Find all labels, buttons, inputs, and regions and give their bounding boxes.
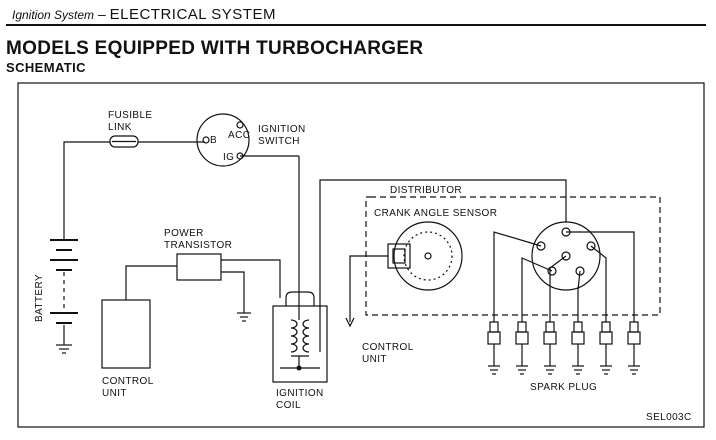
transistor-ground <box>221 271 251 322</box>
system-name: Ignition System <box>12 8 95 22</box>
fusible-link-label-1: FUSIBLE <box>108 110 152 121</box>
diagram-frame <box>17 82 705 428</box>
crank-angle-sensor <box>387 221 463 291</box>
crank-angle-sensor-label: CRANK ANGLE SENSOR <box>374 208 497 219</box>
terminal-b-label: B <box>210 135 217 146</box>
battery-wire <box>63 141 205 240</box>
sensor-to-control-unit-wire <box>349 255 388 322</box>
page-subtitle: SCHEMATIC <box>6 60 86 75</box>
ignition-switch-label-2: SWITCH <box>258 136 300 147</box>
page-header: Ignition System – ELECTRICAL SYSTEM <box>6 2 706 26</box>
spark-plug <box>627 321 641 375</box>
terminal-acc-label: ACC <box>228 130 250 141</box>
spark-plugs <box>487 321 641 375</box>
spark-plug <box>599 321 613 375</box>
ignition-switch-label-1: IGNITION <box>258 124 306 135</box>
control-unit-left-label-1: CONTROL <box>102 376 154 387</box>
power-transistor-label-1: POWER <box>164 228 204 239</box>
terminal-ig-label: IG <box>223 152 234 163</box>
spark-plug-wires <box>493 231 635 322</box>
control-unit-left-label-2: UNIT <box>102 388 127 399</box>
transistor-to-control-unit-wire <box>125 265 177 300</box>
figure-code: SEL003C <box>646 412 692 423</box>
ignition-switch <box>196 113 299 167</box>
section-heading: Ignition System – ELECTRICAL SYSTEM <box>12 6 276 23</box>
power-transistor <box>176 253 222 281</box>
fusible-link-label-2: LINK <box>108 122 132 133</box>
ignition-coil-label-1: IGNITION <box>276 388 324 399</box>
spark-plug <box>515 321 529 375</box>
ignition-coil <box>272 291 328 383</box>
sensor-signal-arrow <box>345 317 355 328</box>
spark-plug <box>543 321 557 375</box>
coil-to-distributor-wire <box>319 179 567 298</box>
ignition-coil-label-2: COIL <box>276 400 301 411</box>
fusible-link <box>109 135 139 148</box>
spark-plug <box>571 321 585 375</box>
distributor-label: DISTRIBUTOR <box>390 185 462 196</box>
spark-plug <box>487 321 501 375</box>
page-title: MODELS EQUIPPED WITH TURBOCHARGER <box>6 38 424 59</box>
distributor-housing <box>365 196 661 316</box>
control-unit-mid-label-2: UNIT <box>362 354 387 365</box>
section-name: ELECTRICAL SYSTEM <box>109 6 276 23</box>
power-transistor-label-2: TRANSISTOR <box>164 240 232 251</box>
control-unit-left <box>101 299 151 369</box>
transistor-to-coil-wire <box>221 259 281 298</box>
header-separator: – <box>97 6 106 22</box>
battery <box>50 239 78 354</box>
spark-plug-label: SPARK PLUG <box>530 382 597 393</box>
control-unit-mid-label-1: CONTROL <box>362 342 414 353</box>
battery-label: BATTERY <box>34 274 45 322</box>
